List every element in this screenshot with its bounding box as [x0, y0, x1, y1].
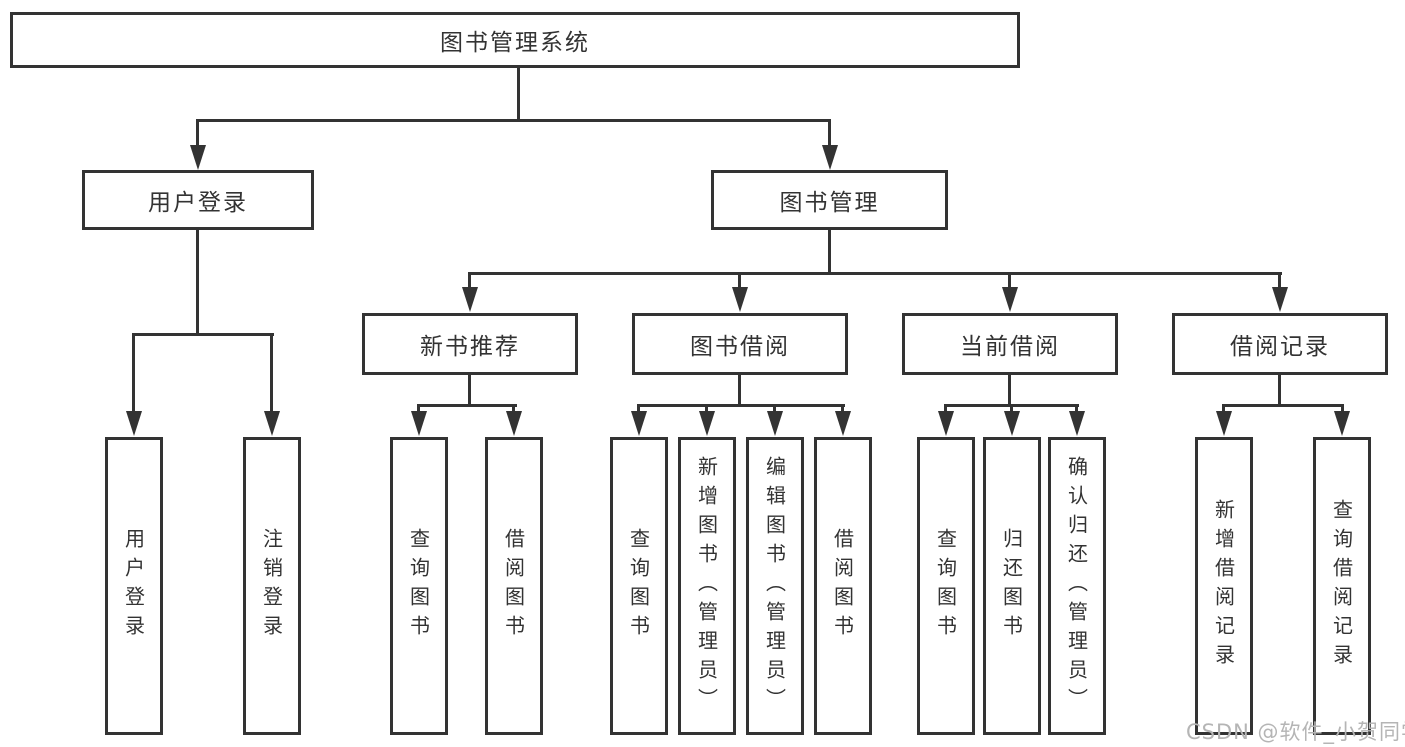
connector-line	[196, 119, 831, 122]
arrow-down-icon	[190, 145, 206, 170]
arrow-down-icon	[462, 287, 478, 312]
connector-line	[1278, 375, 1281, 406]
leaf-confirm-return-admin: 确认归还（管理员）	[1048, 437, 1106, 735]
leaf-query-books-2: 查询图书	[610, 437, 668, 735]
connector-line	[637, 404, 640, 413]
node-book-management: 图书管理	[711, 170, 948, 230]
leaf-borrow-books-1: 借阅图书	[485, 437, 543, 735]
node-borrow-record-label: 借阅记录	[1230, 334, 1330, 360]
leaf-label: 查询图书	[933, 528, 958, 644]
leaf-query-borrow-record: 查询借阅记录	[1313, 437, 1371, 735]
leaf-label: 注销登录	[259, 528, 284, 644]
leaf-borrow-books-2: 借阅图书	[814, 437, 872, 735]
connector-line	[1341, 404, 1344, 413]
node-current-borrow-label: 当前借阅	[960, 334, 1060, 360]
connector-line	[773, 404, 776, 413]
connector-line	[417, 404, 517, 407]
leaf-label: 归还图书	[999, 528, 1024, 644]
node-book-borrow: 图书借阅	[632, 313, 848, 375]
leaf-user-login: 用户登录	[105, 437, 163, 735]
connector-line	[196, 119, 199, 149]
arrow-down-icon	[1002, 287, 1018, 312]
connector-line	[738, 375, 741, 406]
connector-line	[1222, 404, 1225, 413]
node-borrow-record: 借阅记录	[1172, 313, 1388, 375]
leaf-query-books-3: 查询图书	[917, 437, 975, 735]
connector-line	[705, 404, 708, 413]
connector-line	[468, 375, 471, 406]
connector-line	[270, 333, 273, 413]
node-current-borrow: 当前借阅	[902, 313, 1118, 375]
leaf-query-books-1: 查询图书	[390, 437, 448, 735]
arrow-down-icon	[699, 411, 715, 436]
connector-line	[1008, 375, 1011, 406]
leaf-add-borrow-record: 新增借阅记录	[1195, 437, 1253, 735]
arrow-down-icon	[835, 411, 851, 436]
connector-line	[828, 119, 831, 149]
node-root-label: 图书管理系统	[440, 30, 590, 56]
connector-line	[944, 404, 947, 413]
leaf-add-book-admin: 新增图书（管理员）	[678, 437, 736, 735]
connector-line	[517, 68, 520, 121]
connector-line	[1222, 404, 1344, 407]
arrow-down-icon	[631, 411, 647, 436]
arrow-down-icon	[1334, 411, 1350, 436]
connector-line	[1075, 404, 1078, 413]
leaf-label: 借阅图书	[501, 528, 526, 644]
leaf-label: 查询图书	[406, 528, 431, 644]
arrow-down-icon	[411, 411, 427, 436]
node-book-borrow-label: 图书借阅	[690, 334, 790, 360]
connector-line	[512, 404, 515, 413]
connector-line	[132, 333, 135, 413]
arrow-down-icon	[732, 287, 748, 312]
leaf-label: 新增借阅记录	[1211, 499, 1236, 673]
leaf-label: 编辑图书（管理员）	[762, 455, 787, 717]
arrow-down-icon	[938, 411, 954, 436]
leaf-label: 确认归还（管理员）	[1064, 455, 1089, 717]
node-book-management-label: 图书管理	[779, 190, 880, 216]
leaf-edit-book-admin: 编辑图书（管理员）	[746, 437, 804, 735]
leaf-label: 用户登录	[121, 528, 146, 644]
arrow-down-icon	[1216, 411, 1232, 436]
connector-line	[468, 272, 471, 290]
connector-line	[828, 230, 831, 274]
node-user-login: 用户登录	[82, 170, 314, 230]
arrow-down-icon	[1069, 411, 1085, 436]
leaf-label: 查询借阅记录	[1329, 499, 1354, 673]
leaf-label: 借阅图书	[830, 528, 855, 644]
arrow-down-icon	[264, 411, 280, 436]
leaf-logout: 注销登录	[243, 437, 301, 735]
arrow-down-icon	[822, 145, 838, 170]
node-root: 图书管理系统	[10, 12, 1020, 68]
connector-line	[637, 404, 845, 407]
connector-line	[1010, 404, 1013, 413]
leaf-return-book: 归还图书	[983, 437, 1041, 735]
leaf-label: 查询图书	[626, 528, 651, 644]
arrow-down-icon	[767, 411, 783, 436]
connector-line	[417, 404, 420, 413]
arrow-down-icon	[126, 411, 142, 436]
node-new-book-recommend: 新书推荐	[362, 313, 578, 375]
connector-line	[1278, 272, 1281, 290]
arrow-down-icon	[506, 411, 522, 436]
connector-line	[738, 272, 741, 290]
connector-line	[1008, 272, 1011, 290]
node-new-book-recommend-label: 新书推荐	[420, 334, 520, 360]
leaf-label: 新增图书（管理员）	[694, 455, 719, 717]
connector-line	[468, 272, 1282, 275]
connector-line	[132, 333, 274, 336]
arrow-down-icon	[1004, 411, 1020, 436]
watermark: CSDN @软件_小贺同学	[1186, 720, 1405, 744]
connector-line	[841, 404, 844, 413]
connector-line	[196, 230, 199, 335]
node-user-login-label: 用户登录	[148, 190, 248, 216]
arrow-down-icon	[1272, 287, 1288, 312]
